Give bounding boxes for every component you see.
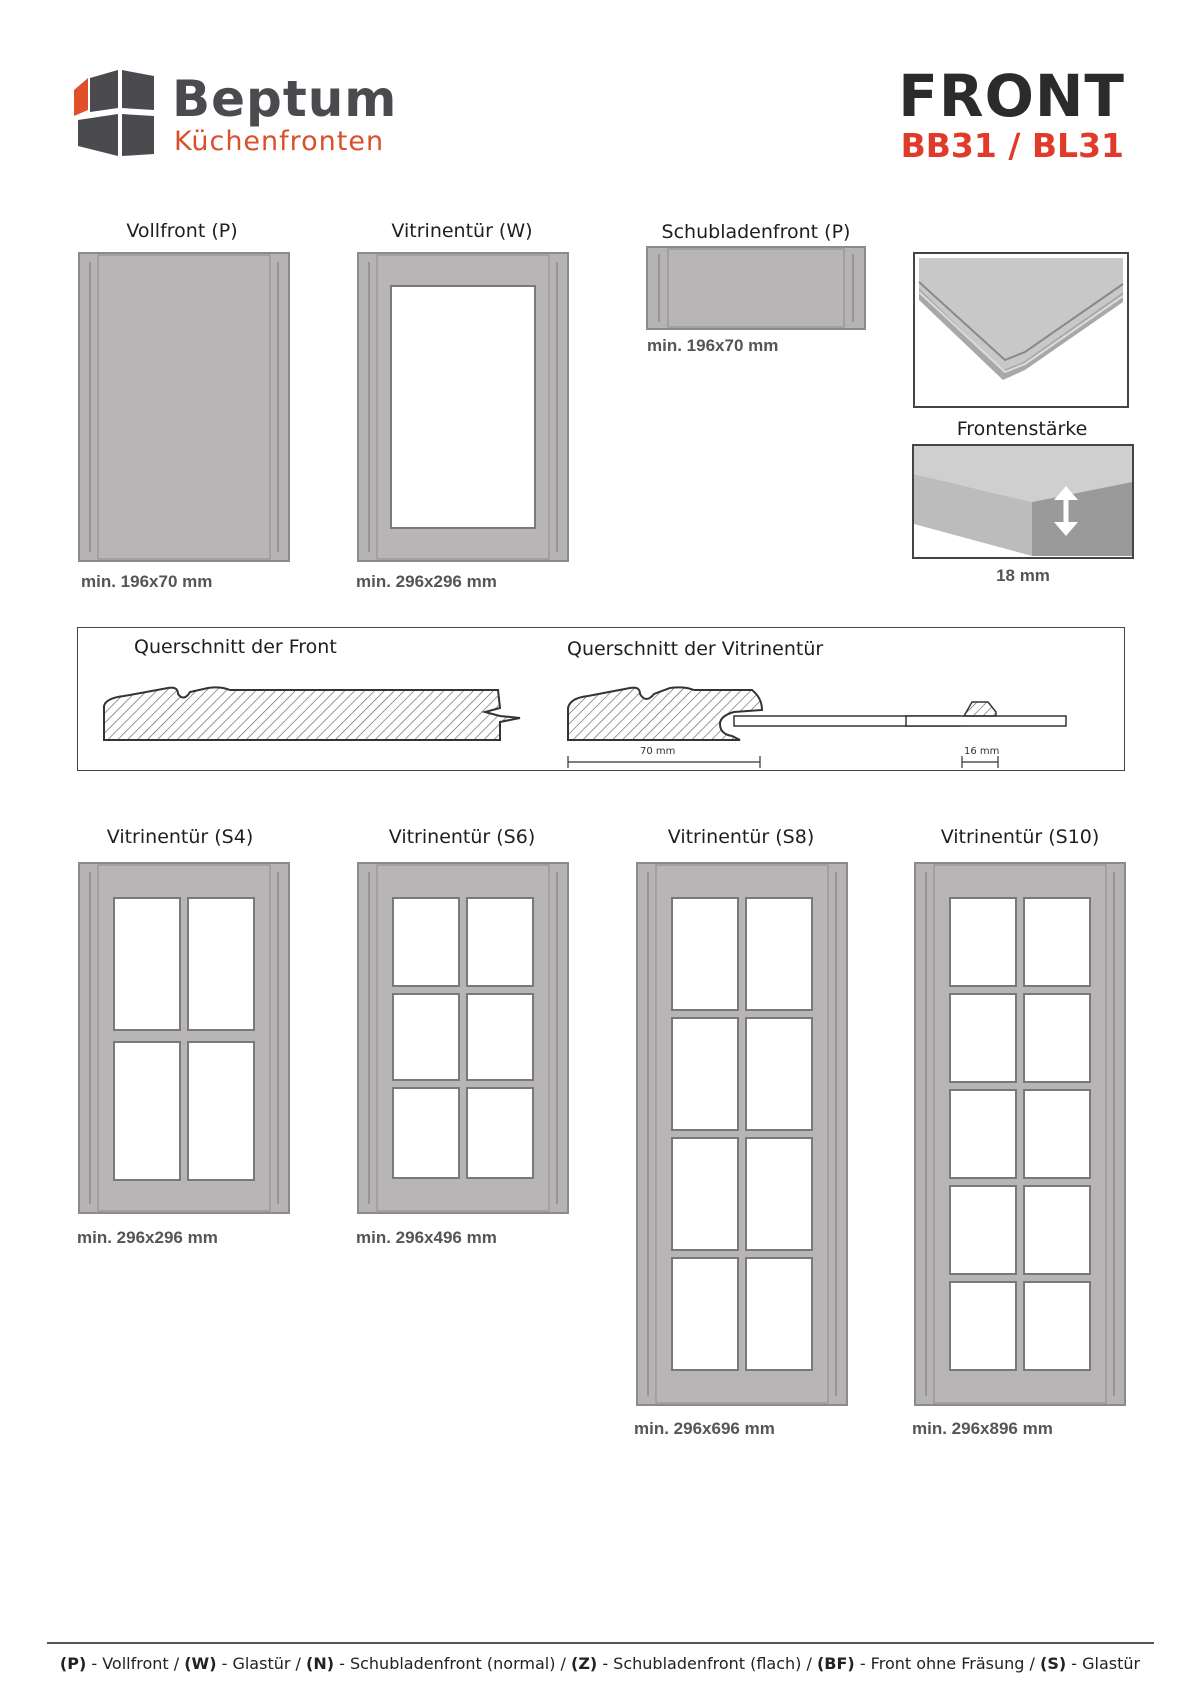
title-vitrinentuer-s8: Vitrinentür (S8) bbox=[667, 826, 815, 848]
title-vollfront: Vollfront (P) bbox=[126, 220, 238, 242]
vitrinentuer-s6-panel bbox=[357, 862, 569, 1214]
thickness-image bbox=[912, 444, 1134, 559]
dimension-schubladenfront: min. 196x70 mm bbox=[647, 336, 779, 355]
model-number: BB31 / BL31 bbox=[900, 126, 1124, 165]
legend-text-w: - Glastür / bbox=[216, 1654, 306, 1673]
schubladenfront-panel bbox=[646, 246, 866, 330]
vitrinentuer-s8-panel bbox=[636, 862, 848, 1406]
dimension-vitrinentuer-w: min. 296x296 mm bbox=[356, 572, 497, 591]
footer-divider bbox=[47, 1642, 1154, 1644]
title-vitrinentuer-s6: Vitrinentür (S6) bbox=[388, 826, 536, 848]
dimension-s8: min. 296x696 mm bbox=[634, 1419, 775, 1438]
page-title: FRONT bbox=[898, 62, 1125, 130]
legend-code-bf: (BF) bbox=[816, 1654, 855, 1673]
beptum-logo-icon bbox=[74, 70, 154, 156]
vollfront-panel bbox=[78, 252, 290, 562]
brand-subtitle: Küchenfronten bbox=[174, 126, 385, 157]
cross-section-drawing bbox=[103, 686, 1067, 768]
title-vitrinentuer-s4: Vitrinentür (S4) bbox=[106, 826, 254, 848]
dimension-vollfront: min. 196x70 mm bbox=[81, 572, 213, 591]
vitrinentuer-s10-panel bbox=[914, 862, 1126, 1406]
legend-code-s: (S) bbox=[1040, 1654, 1067, 1673]
title-frontenstaerke: Frontenstärke bbox=[956, 418, 1088, 440]
title-querschnitt-vitrine: Querschnitt der Vitrinentür bbox=[567, 638, 824, 660]
cross-section-box bbox=[77, 627, 1125, 771]
legend-text-p: - Vollfront / bbox=[86, 1654, 185, 1673]
legend-code-z: (Z) bbox=[571, 1654, 598, 1673]
brand-name: Beptum bbox=[172, 70, 398, 128]
title-vitrinentuer-s10: Vitrinentür (S10) bbox=[940, 826, 1100, 848]
legend-text-z: - Schubladenfront (flach) / bbox=[597, 1654, 817, 1673]
glass-pane bbox=[390, 285, 536, 529]
legend-text-s: - Glastür bbox=[1066, 1654, 1141, 1673]
vitrinentuer-s4-panel bbox=[78, 862, 290, 1214]
thickness-value: 18 mm bbox=[996, 566, 1050, 585]
title-querschnitt-front: Querschnitt der Front bbox=[134, 636, 337, 658]
footer-legend: (P) - Vollfront / (W) - Glastür / (N) - … bbox=[0, 1654, 1200, 1673]
legend-text-n: - Schubladenfront (normal) / bbox=[334, 1654, 571, 1673]
dimension-s4: min. 296x296 mm bbox=[77, 1228, 218, 1247]
legend-code-p: (P) bbox=[59, 1654, 87, 1673]
dimension-70mm: 70 mm bbox=[640, 746, 676, 757]
dimension-s10: min. 296x896 mm bbox=[912, 1419, 1053, 1438]
dimension-16mm: 16 mm bbox=[964, 746, 1000, 757]
dimension-s6: min. 296x496 mm bbox=[356, 1228, 497, 1247]
title-vitrinentuer-w: Vitrinentür (W) bbox=[391, 220, 533, 242]
edge-detail-image bbox=[913, 252, 1129, 408]
title-schubladenfront: Schubladenfront (P) bbox=[661, 221, 851, 243]
legend-text-bf: - Front ohne Fräsung / bbox=[854, 1654, 1040, 1673]
thickness-arrow-icon bbox=[1054, 486, 1078, 536]
legend-code-w: (W) bbox=[184, 1654, 217, 1673]
legend-code-n: (N) bbox=[306, 1654, 335, 1673]
vitrinentuer-w-panel bbox=[357, 252, 569, 562]
